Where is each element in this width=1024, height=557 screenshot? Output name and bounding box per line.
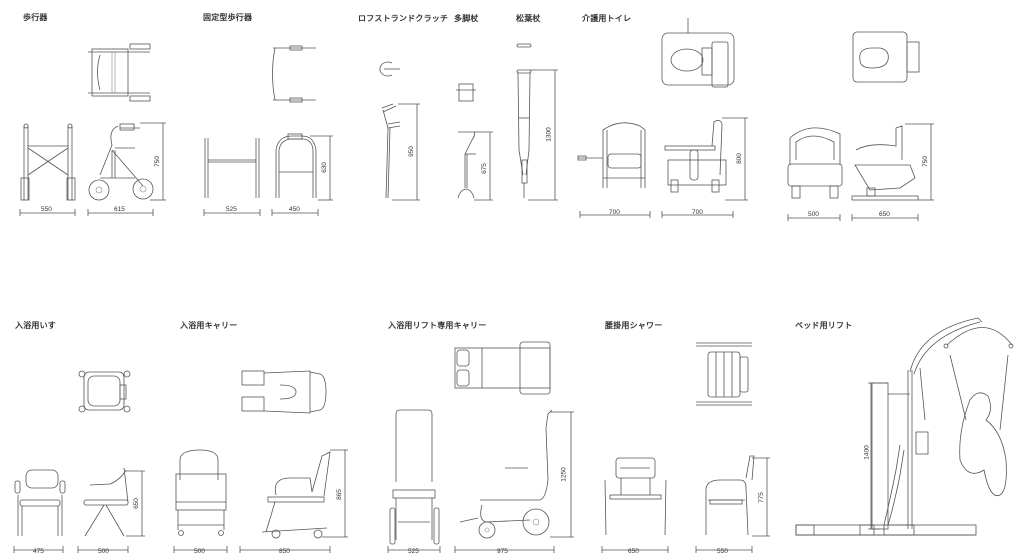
bath-carrier-dimensions bbox=[173, 449, 348, 553]
axillary-crutch-drawing bbox=[516, 43, 532, 198]
dim-fixed-walker-depth: 450 bbox=[289, 206, 300, 213]
bath-chair-side-view bbox=[83, 467, 129, 537]
dim-shower-bench-depth: 550 bbox=[717, 548, 728, 555]
dim-care-toilet-2-width: 500 bbox=[808, 211, 819, 218]
dim-bath-chair-height: 650 bbox=[132, 498, 140, 509]
walker-front-view bbox=[20, 123, 76, 201]
care-toilet-side-view bbox=[664, 120, 727, 193]
bath-carrier-side-view bbox=[261, 451, 331, 539]
bath-chair-top-view bbox=[78, 370, 131, 413]
title-bath-carrier: 入浴用キャリー bbox=[180, 321, 238, 330]
shower-bench-side-view bbox=[705, 455, 755, 536]
bath-lift-carrier-side-view bbox=[459, 409, 553, 539]
care-toilet-dimensions bbox=[579, 117, 748, 218]
bath-carrier-top-view bbox=[241, 370, 327, 414]
title-care-toilet: 介護用トイレ bbox=[582, 14, 632, 23]
title-multi-leg-cane: 多脚杖 bbox=[454, 14, 479, 23]
bath-chair-front-view bbox=[14, 469, 66, 536]
bath-carrier-front-view bbox=[175, 449, 227, 536]
dim-axillary-crutch-height: 1300 bbox=[545, 127, 553, 142]
dim-bath-carrier-width: 500 bbox=[194, 548, 205, 555]
title-lofstrand-crutch: ロフストランドクラッチ bbox=[358, 14, 449, 23]
dim-bath-chair-width: 475 bbox=[33, 548, 44, 555]
title-bath-lift-carrier: 入浴用リフト専用キャリー bbox=[388, 321, 487, 330]
dim-bath-lift-carrier-depth: 975 bbox=[497, 548, 508, 555]
dim-care-toilet-2-height: 750 bbox=[921, 156, 929, 167]
care-toilet-2-dimensions bbox=[787, 123, 934, 221]
title-walker: 歩行器 bbox=[23, 13, 48, 22]
shower-bench-dimensions bbox=[601, 457, 770, 553]
walker-side-view bbox=[88, 123, 154, 201]
care-toilet-top-view bbox=[661, 18, 735, 88]
bed-lift-drawing bbox=[795, 317, 1014, 536]
fixed-walker-front-view bbox=[204, 138, 260, 198]
title-axillary-crutch: 松葉杖 bbox=[516, 14, 541, 23]
bath-lift-carrier-dimensions bbox=[387, 411, 574, 553]
dim-bath-carrier-height: 865 bbox=[335, 489, 343, 500]
dim-bath-chair-depth: 500 bbox=[98, 548, 109, 555]
title-bath-chair: 入浴用いす bbox=[15, 321, 56, 330]
dim-shower-bench-height: 775 bbox=[757, 492, 765, 503]
bath-chair-dimensions bbox=[13, 470, 145, 553]
dim-lofstrand-height: 950 bbox=[407, 146, 415, 157]
dim-bath-lift-carrier-width: 525 bbox=[408, 548, 419, 555]
dim-shower-bench-width: 650 bbox=[628, 548, 639, 555]
dim-fixed-walker-width: 525 bbox=[226, 206, 237, 213]
multi-leg-cane-drawing bbox=[456, 83, 476, 199]
shower-bench-front-view bbox=[604, 457, 667, 536]
bath-lift-carrier-top-view bbox=[454, 341, 551, 395]
dim-care-toilet-2-depth: 650 bbox=[879, 211, 890, 218]
care-toilet-2-front-view bbox=[787, 127, 843, 199]
axillary-crutch-dimensions bbox=[528, 69, 558, 201]
walker-dimensions bbox=[19, 122, 166, 216]
title-bed-lift: ベッド用リフト bbox=[795, 321, 853, 330]
dim-bath-carrier-depth: 850 bbox=[279, 548, 290, 555]
care-toilet-2-side-view bbox=[851, 125, 919, 201]
title-fixed-walker: 固定型歩行器 bbox=[203, 13, 253, 22]
title-shower-bench: 腰掛用シャワー bbox=[605, 321, 663, 330]
dim-multi-leg-cane-height: 675 bbox=[480, 163, 488, 174]
bed-lift-dimensions bbox=[868, 382, 888, 530]
care-toilet-front-view bbox=[577, 122, 646, 188]
dim-care-toilet-depth: 700 bbox=[692, 209, 703, 216]
dim-care-toilet-width: 700 bbox=[609, 209, 620, 216]
fixed-walker-dimensions bbox=[203, 135, 333, 216]
dim-walker-depth: 615 bbox=[114, 206, 125, 213]
dim-walker-height: 750 bbox=[153, 156, 161, 167]
shower-bench-top-view bbox=[696, 342, 752, 406]
lofstrand-dimensions bbox=[392, 103, 420, 201]
dim-fixed-walker-height: 630 bbox=[320, 162, 328, 173]
dim-bath-lift-carrier-height: 1250 bbox=[560, 467, 568, 482]
dim-walker-width: 550 bbox=[41, 206, 52, 213]
care-toilet-2-top-view bbox=[852, 31, 920, 83]
fixed-walker-top-view bbox=[272, 45, 316, 103]
multi-leg-cane-dimensions bbox=[474, 131, 493, 201]
dim-care-toilet-height: 800 bbox=[735, 153, 743, 164]
fixed-walker-side-view bbox=[275, 133, 317, 198]
walker-top-view bbox=[88, 43, 151, 102]
lofstrand-crutch-drawing bbox=[379, 61, 401, 199]
dim-bed-lift-height: 1400 bbox=[863, 445, 871, 460]
bath-lift-carrier-front-view bbox=[389, 409, 440, 545]
